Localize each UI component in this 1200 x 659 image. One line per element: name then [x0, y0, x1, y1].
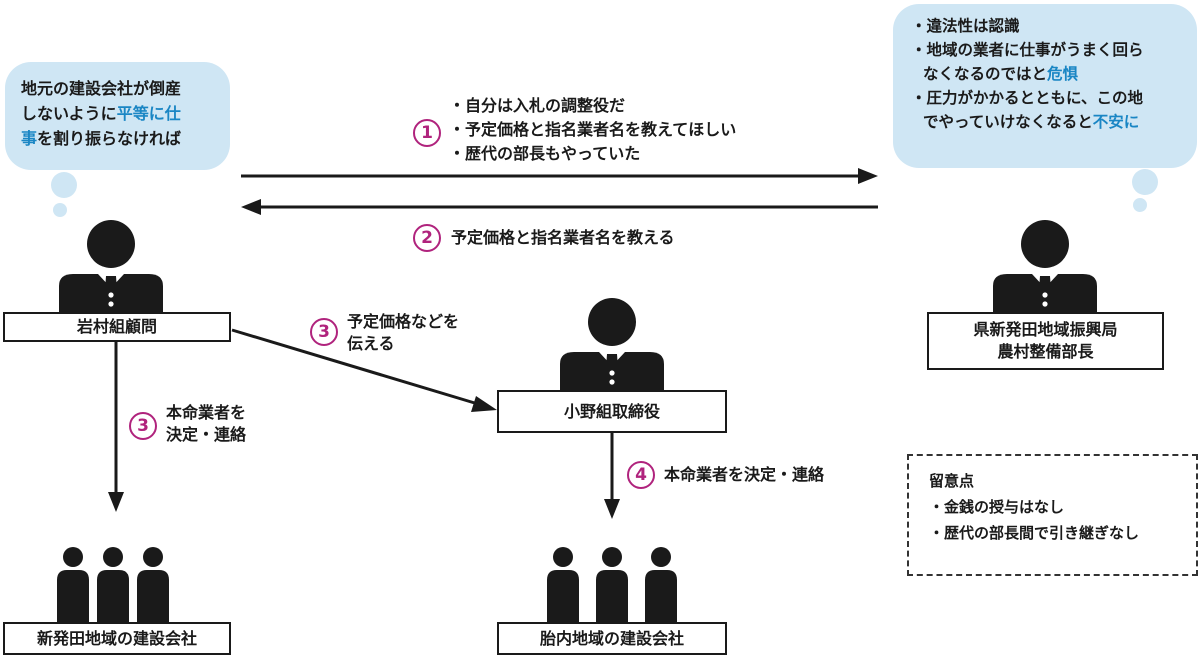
- step-number-2: 2: [413, 224, 441, 252]
- bubble-line: でやっていけなくなると: [923, 113, 1093, 131]
- node-iwamura: 岩村組顧問: [3, 312, 231, 342]
- step3a-text: 予定価格などを 伝える: [347, 311, 459, 355]
- step-text-line: 本命業者を: [166, 403, 247, 422]
- bubble-line: なくなるのではと: [923, 65, 1048, 83]
- step2-text: 予定価格と指名業者名を教える: [451, 227, 675, 249]
- step-text-line: ・自分は入札の調整役だ: [449, 96, 626, 115]
- step-number-4: 4: [627, 461, 655, 489]
- node-label: 新発田地域の建設会社: [36, 628, 197, 648]
- bubble-line: ・違法性は認識: [911, 17, 1020, 35]
- notes-item: ・歴代の部長間で引き継ぎなし: [929, 524, 1140, 542]
- bubble-line: ・圧力がかかるとともに、この地: [911, 89, 1144, 107]
- bubble-line: しないように: [21, 104, 117, 123]
- step-number-1: 1: [413, 119, 441, 147]
- workers-shibata-icon: [57, 547, 169, 622]
- thought-dot-right-small: [1133, 198, 1147, 212]
- bubble-line: 地元の建設会社が倒産: [21, 79, 182, 98]
- step-number-text: 4: [635, 465, 647, 485]
- step-text-line: 予定価格と指名業者名を教える: [451, 228, 675, 247]
- thought-bubble-iwamura: 地元の建設会社が倒産 しないように平等に仕 事を割り振らなければ: [5, 62, 230, 170]
- step-number-text: 2: [421, 228, 433, 248]
- node-ono: 小野組取締役: [497, 390, 727, 433]
- step4-text: 本命業者を決定・連絡: [664, 464, 824, 486]
- notes-title: 留意点: [929, 472, 975, 490]
- step-number-3a: 3: [310, 318, 338, 346]
- node-prefecture: 県新発田地域振興局 農村整備部長: [927, 312, 1164, 370]
- node-tainai: 胎内地域の建設会社: [497, 622, 727, 655]
- step-text-line: 本命業者を決定・連絡: [664, 465, 825, 484]
- node-label: 農村整備部長: [997, 342, 1094, 361]
- arrow-step1: [241, 168, 878, 184]
- thought-dot-left: [51, 172, 77, 198]
- bubble-line: ・地域の業者に仕事がうまく回ら: [911, 41, 1144, 59]
- node-label: 県新発田地域振興局: [973, 320, 1118, 339]
- step-number-text: 1: [421, 123, 433, 143]
- arrow-step3b: [108, 341, 124, 512]
- thought-dot-right: [1132, 169, 1158, 195]
- bubble-text: 地元の建設会社が倒産 しないように平等に仕 事を割り振らなければ: [21, 76, 220, 151]
- node-label: 胎内地域の建設会社: [539, 628, 684, 648]
- notes-item: ・金銭の授与はなし: [929, 498, 1065, 516]
- thought-dot-left-small: [53, 203, 67, 217]
- bubble-text: ・違法性は認識 ・地域の業者に仕事がうまく回ら なくなるのではと危惧 ・圧力がか…: [911, 14, 1189, 134]
- step-text-line: ・歴代の部長もやっていた: [449, 144, 641, 163]
- arrow-step2: [241, 199, 878, 215]
- step-text-line: ・予定価格と指名業者名を教えてほしい: [449, 120, 737, 139]
- step-text-line: 伝える: [347, 334, 395, 353]
- notes-box: 留意点 ・金銭の授与はなし ・歴代の部長間で引き継ぎなし: [907, 454, 1198, 576]
- arrow-step3a: [231, 328, 497, 412]
- node-label: 小野組取締役: [563, 401, 660, 421]
- step-text-line: 決定・連絡: [166, 425, 247, 444]
- thought-bubble-prefecture: ・違法性は認識 ・地域の業者に仕事がうまく回ら なくなるのではと危惧 ・圧力がか…: [893, 4, 1197, 168]
- step1-text: ・自分は入札の調整役だ ・予定価格と指名業者名を教えてほしい ・歴代の部長もやっ…: [449, 94, 736, 166]
- bubble-highlight: 平等に仕: [116, 104, 181, 123]
- person-ono-icon: [560, 298, 664, 390]
- step-text-line: 予定価格などを: [347, 312, 460, 331]
- workers-tainai-icon: [547, 547, 677, 622]
- node-shibata: 新発田地域の建設会社: [3, 622, 231, 655]
- bubble-line: を割り振らなければ: [37, 129, 182, 148]
- step-number-text: 3: [137, 416, 149, 436]
- bubble-highlight: 不安に: [1092, 113, 1140, 131]
- step-number-3b: 3: [129, 412, 157, 440]
- arrow-step4: [604, 433, 620, 519]
- node-label: 岩村組顧問: [76, 317, 157, 336]
- step-number-text: 3: [318, 322, 330, 342]
- bubble-highlight: 事: [21, 129, 38, 148]
- person-iwamura-icon: [59, 220, 163, 312]
- bubble-highlight: 危惧: [1047, 65, 1079, 83]
- person-prefecture-icon: [993, 220, 1097, 312]
- step3b-text: 本命業者を 決定・連絡: [166, 402, 246, 446]
